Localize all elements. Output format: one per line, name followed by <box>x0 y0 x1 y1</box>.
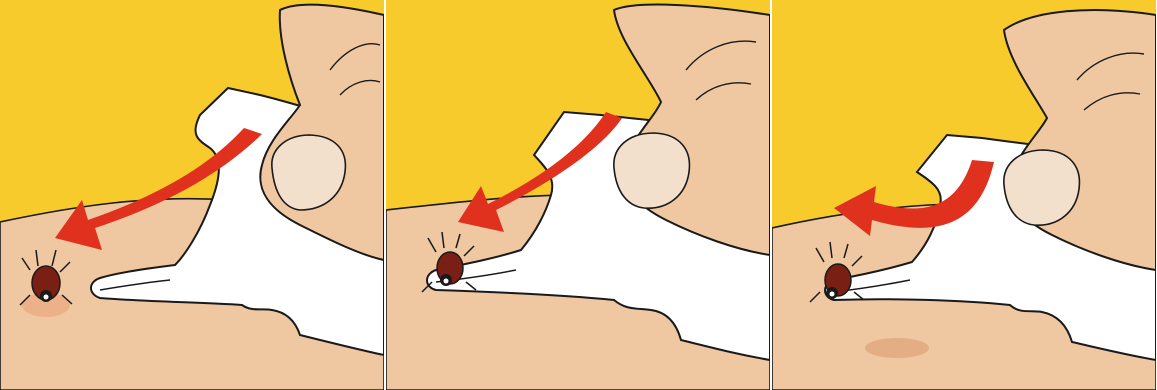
bite-mark <box>865 338 929 358</box>
panel-step-2 <box>386 0 770 390</box>
fingernail <box>1004 150 1080 225</box>
panel-2-drawing <box>386 0 770 390</box>
fingernail <box>614 133 690 208</box>
panel-3-drawing <box>772 0 1156 390</box>
panel-step-1 <box>0 0 384 390</box>
panel-1-drawing <box>0 0 384 390</box>
panel-step-3 <box>772 0 1156 390</box>
